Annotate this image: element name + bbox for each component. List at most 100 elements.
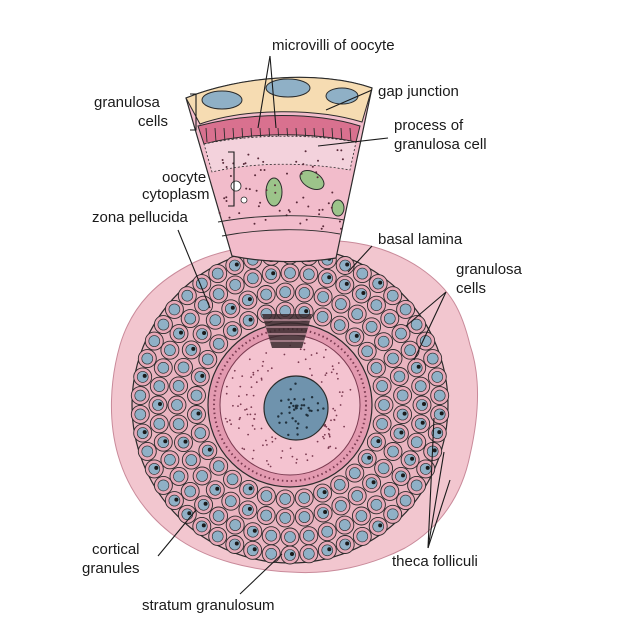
cell-nucleus: [136, 371, 149, 383]
chromatin-dot: [410, 456, 415, 461]
ooplasm-granule: [305, 453, 307, 456]
chromatin-granule: [316, 409, 320, 412]
chromatin-dot: [179, 330, 183, 335]
ooplasm-granule: [324, 423, 326, 426]
chromatin-granule: [277, 415, 280, 418]
chromatin-dot: [437, 430, 442, 435]
ooplasm-granule: [238, 427, 240, 429]
cell-nucleus: [184, 485, 196, 498]
cytoplasm-granule: [320, 227, 323, 230]
cell-nucleus: [172, 380, 185, 392]
cell-nucleus: [365, 320, 378, 333]
cell-nucleus: [396, 408, 409, 421]
cell-nucleus: [246, 544, 259, 557]
cell-nucleus: [194, 427, 207, 439]
chromatin-dot: [142, 373, 147, 378]
cell-nucleus: [134, 389, 147, 402]
ooplasm-granule: [241, 447, 244, 450]
cytoplasm-granule: [225, 200, 228, 202]
chromatin-dot: [158, 402, 162, 406]
chromatin-dot: [248, 486, 253, 491]
cell-nucleus: [414, 417, 427, 430]
ooplasm-granule: [251, 424, 254, 427]
chromatin-granule: [299, 407, 303, 410]
cell-nucleus: [410, 479, 423, 492]
chromatin-dot: [378, 523, 383, 528]
cell-nucleus: [404, 453, 416, 466]
cytoplasm-granule: [336, 149, 339, 152]
chromatin-granule: [284, 421, 288, 424]
cell-nucleus: [386, 289, 399, 302]
cell-nucleus: [317, 507, 329, 519]
chromatin-dot: [402, 411, 407, 416]
zona-leader: [177, 229, 211, 309]
ooplasm-granule: [271, 436, 273, 439]
ooplasm-granule: [334, 409, 336, 412]
cytoplasm-granule: [327, 202, 330, 205]
cell-nucleus: [410, 318, 423, 331]
cell-nucleus: [302, 529, 315, 542]
cytoplasm-granule: [338, 220, 341, 223]
cytoplasm-granule: [287, 209, 290, 212]
basal-lamina-leader: [347, 245, 373, 273]
cytoplasm-granule: [257, 157, 260, 160]
cell-nucleus: [148, 335, 161, 347]
ooplasm-granule: [331, 365, 334, 368]
ooplasm-granule: [262, 360, 265, 363]
cell-nucleus: [419, 335, 432, 347]
cell-nucleus: [298, 511, 311, 523]
ooplasm-granule: [269, 465, 272, 468]
stratum-leader: [239, 553, 283, 595]
ooplasm-granule: [245, 408, 248, 411]
gap-junction-leader: [325, 89, 373, 111]
ooplasm-granule: [325, 425, 328, 428]
cell-nucleus: [355, 510, 368, 522]
chromatin-dot: [230, 305, 235, 310]
ooplasm-granule: [267, 370, 269, 372]
cell-nucleus: [157, 318, 170, 331]
ooplasm-granule: [238, 418, 241, 421]
label-zona-pellucida: zona pellucida: [92, 209, 189, 226]
cell-nucleus: [279, 493, 292, 505]
ooplasm-granule: [303, 342, 306, 345]
cytoplasm-granule: [245, 187, 248, 190]
cytoplasm-granule: [223, 197, 226, 200]
cytoplasm-granule: [300, 172, 303, 175]
cytoplasm-granule: [221, 159, 224, 161]
chromatin-dot: [207, 447, 212, 452]
theca-leader-1: [427, 417, 435, 549]
ooplasm-granule: [225, 392, 228, 395]
cell-nucleus: [157, 436, 170, 449]
cytoplasm-granule: [317, 159, 319, 162]
cytoplasm-granule: [242, 163, 245, 165]
cytoplasm-granule: [259, 169, 262, 171]
ooplasm-granule: [260, 379, 263, 381]
ooplasm-granule: [283, 353, 286, 356]
chromatin-dot: [234, 541, 239, 546]
cytoplasm-granule: [244, 162, 247, 165]
ooplasm-granule: [320, 381, 323, 383]
cell-nucleus: [194, 371, 207, 383]
ooplasm-granule: [255, 381, 258, 384]
cell-nucleus: [356, 267, 369, 280]
ooplasm-granule: [337, 362, 340, 364]
ooplasm-granule: [328, 428, 331, 431]
chromatin-dot: [345, 541, 350, 546]
cell-nucleus: [185, 454, 198, 466]
cell-nucleus: [184, 312, 196, 325]
chromatin-dot: [401, 473, 405, 478]
ooplasm-granule: [252, 371, 255, 374]
cytoplasm-granule: [341, 158, 344, 161]
cytoplasm-granule: [299, 222, 302, 225]
cytoplasm-granule: [318, 213, 321, 216]
chromatin-dot: [202, 331, 207, 335]
cytoplasm-granule: [228, 216, 231, 219]
label-cortical-line1: cortical: [92, 541, 140, 558]
chromatin-dot: [201, 523, 206, 528]
cell-nucleus: [181, 289, 194, 302]
chromatin-granule: [292, 404, 295, 408]
ooplasm-granule: [323, 437, 325, 440]
ooplasm-granule: [257, 369, 259, 372]
chromatin-granule: [280, 412, 283, 415]
chromatin-granule: [287, 398, 290, 401]
